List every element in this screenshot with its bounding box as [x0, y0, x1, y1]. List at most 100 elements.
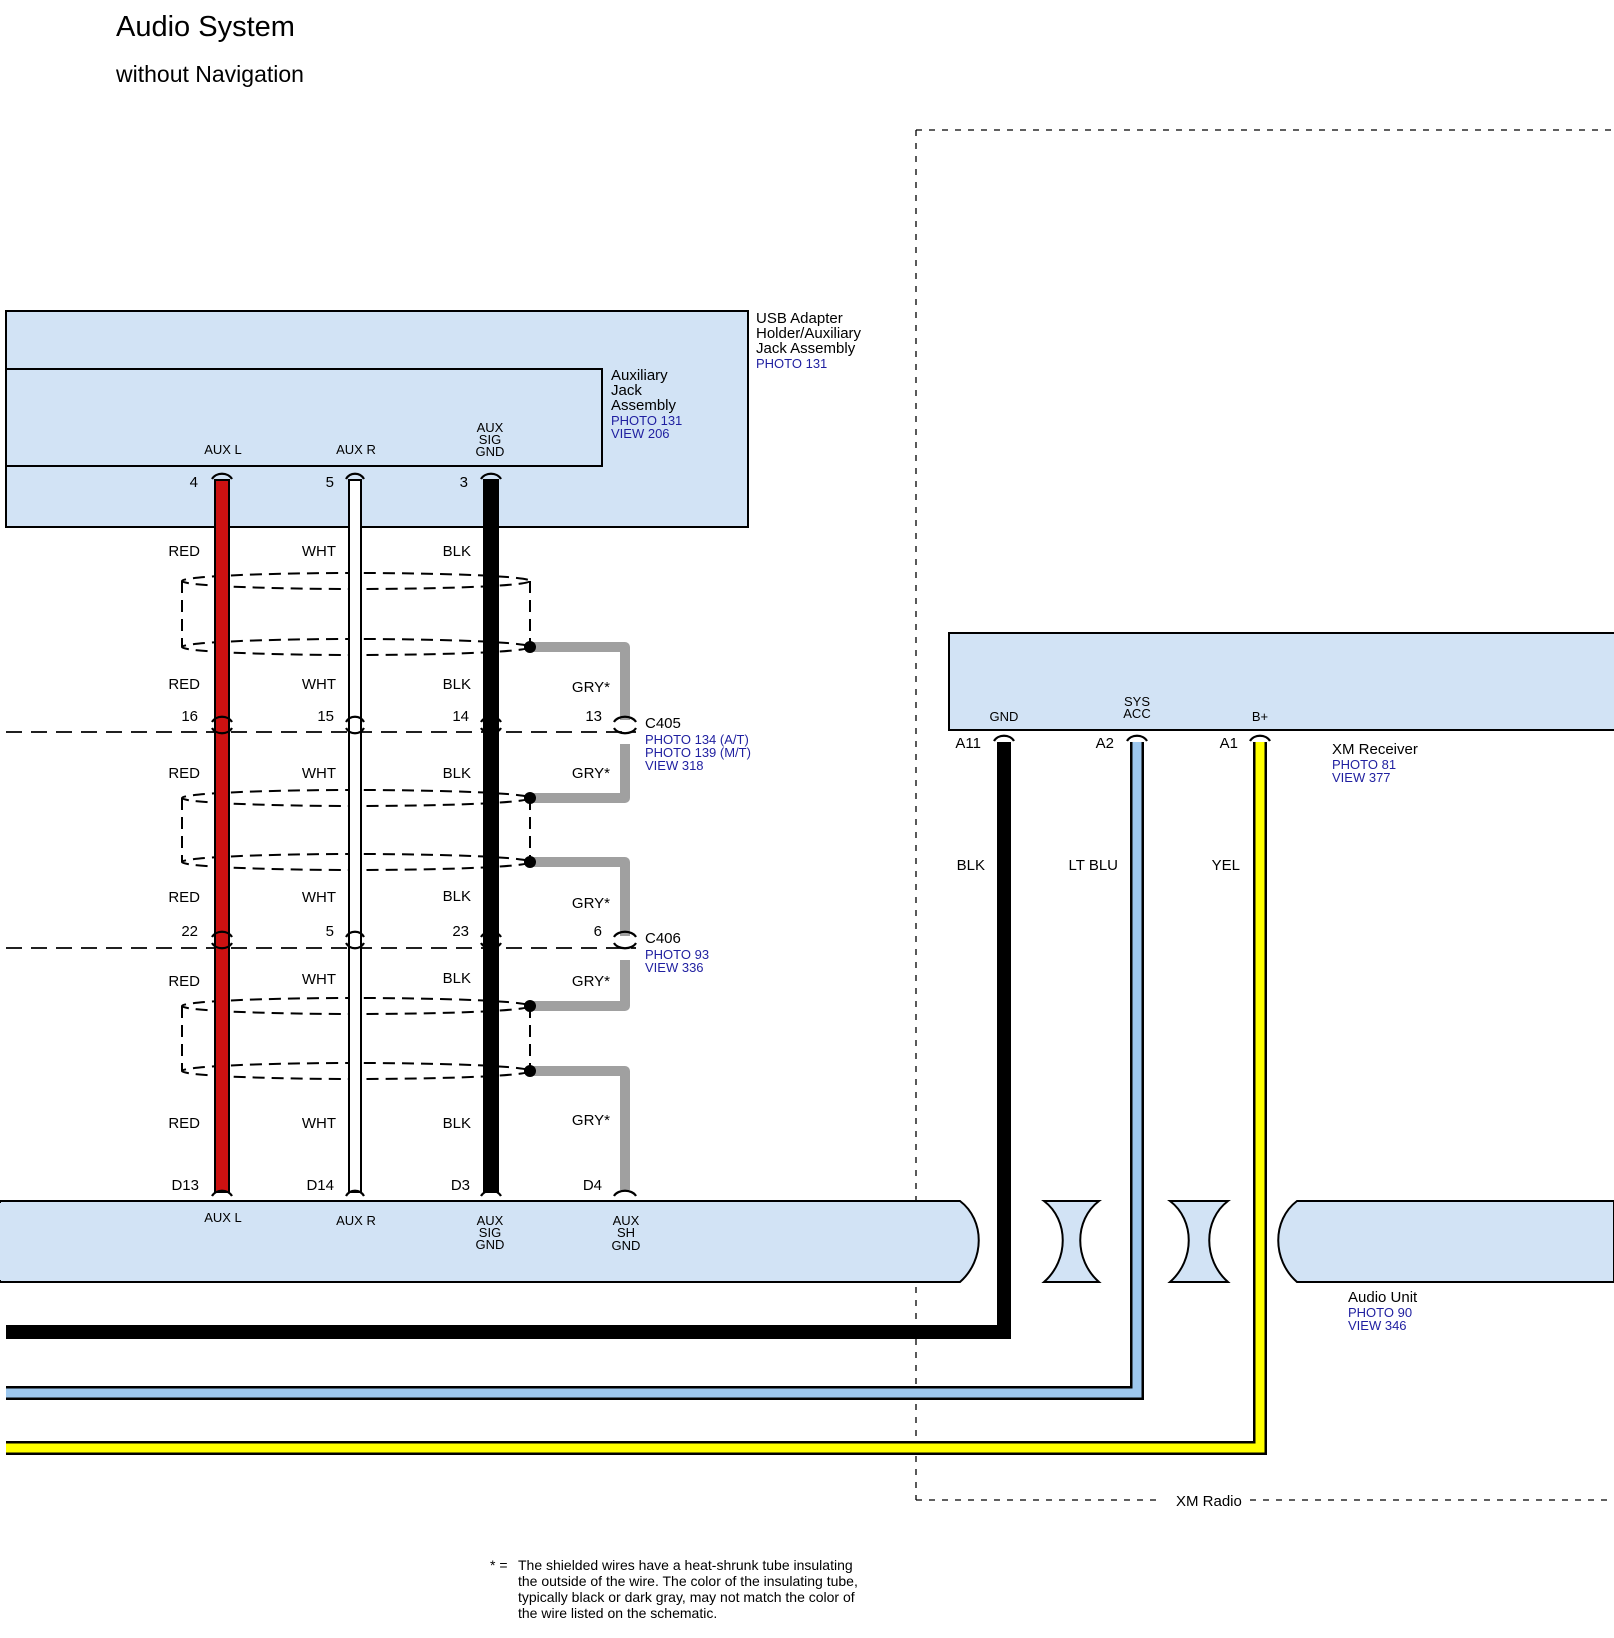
xm-pin-num-a2: A2	[1096, 735, 1114, 752]
c406-pin-5: 5	[326, 923, 334, 940]
xm-pin-num-a11: A11	[955, 735, 981, 752]
audio-unit-pin-label-sig-2: SIG	[479, 1225, 501, 1240]
aux-jack-name-3: Assembly	[611, 397, 677, 414]
wire-label-wht-1: WHT	[302, 543, 336, 560]
footnote-line-4: the wire listed on the schematic.	[518, 1605, 717, 1621]
wire-label-wht-3: WHT	[302, 765, 336, 782]
audio-unit-pin-num-d3: D3	[451, 1177, 470, 1194]
wire-label-gry-4: GRY*	[572, 973, 610, 990]
c405-view[interactable]: VIEW 318	[645, 758, 704, 773]
aux-jack-pin-num-5: 5	[326, 474, 334, 491]
c406-pin-23: 23	[452, 923, 469, 940]
c405-photo-at[interactable]: PHOTO 134 (A/T)	[645, 732, 749, 747]
wire-label-wht-4: WHT	[302, 889, 336, 906]
xm-wire-color-ltblu: LT BLU	[1069, 857, 1118, 874]
aux-jack-pin-label-aux-sig-gnd-2: SIG	[479, 432, 501, 447]
wire-label-red-5: RED	[168, 973, 200, 990]
audio-unit-pin-num-d13: D13	[171, 1177, 199, 1194]
c406-photo[interactable]: PHOTO 93	[645, 947, 709, 962]
wire-ltblu-xm-sys-acc	[6, 742, 1142, 1398]
wire-label-gry-2: GRY*	[572, 765, 610, 782]
usb-holder-name-3: Jack Assembly	[756, 340, 856, 357]
aux-jack-name-2: Jack	[611, 382, 642, 399]
wire-label-red-3: RED	[168, 765, 200, 782]
c405-pin-14: 14	[452, 708, 469, 725]
wire-label-gry-5: GRY*	[572, 1112, 610, 1129]
c405-pin-16: 16	[181, 708, 198, 725]
audio-unit-photo[interactable]: PHOTO 90	[1348, 1305, 1412, 1320]
footnote-line-2: the outside of the wire. The color of th…	[518, 1573, 858, 1589]
audio-unit-pin-label-aux-l: AUX L	[204, 1210, 242, 1225]
wire-label-gry-3: GRY*	[572, 895, 610, 912]
audio-unit-box	[0, 1200, 1614, 1283]
footnote-marker: * =	[490, 1557, 508, 1573]
wire-yel-xm-bplus-outline	[6, 742, 1267, 1455]
c405-name: C405	[645, 715, 681, 732]
c406-name: C406	[645, 930, 681, 947]
aux-jack-view[interactable]: VIEW 206	[611, 426, 670, 441]
usb-holder-photo[interactable]: PHOTO 131	[756, 356, 827, 371]
wire-label-red-1: RED	[168, 543, 200, 560]
audio-unit-pin-label-sh-3: GND	[612, 1238, 641, 1253]
wire-label-blk-3: BLK	[443, 765, 471, 782]
wire-label-blk-4: BLK	[443, 888, 471, 905]
aux-jack-pin-num-4: 4	[190, 474, 198, 491]
wire-label-red-6: RED	[168, 1115, 200, 1132]
xm-radio-label: XM Radio	[1176, 1493, 1242, 1510]
aux-jack-name-1: Auxiliary	[611, 367, 668, 384]
wire-red-aux-l	[214, 479, 230, 1193]
xm-radio-enclosure	[915, 129, 1614, 1501]
xm-pin-num-a1: A1	[1220, 735, 1238, 752]
wire-label-blk-2: BLK	[443, 676, 471, 693]
wire-blk-aux-sig-gnd	[483, 479, 499, 1193]
audio-unit-pin-label-sig-1: AUX	[477, 1213, 504, 1228]
page-title: Audio System	[116, 11, 295, 43]
wire-label-red-2: RED	[168, 676, 200, 693]
c405-pin-13: 13	[585, 708, 602, 725]
aux-jack-pin-label-aux-r: AUX R	[336, 442, 376, 457]
audio-unit-pin-label-sh-2: SH	[617, 1225, 635, 1240]
c406-pin-6: 6	[594, 923, 602, 940]
wire-label-wht-6: WHT	[302, 1115, 336, 1132]
xm-receiver-photo[interactable]: PHOTO 81	[1332, 757, 1396, 772]
audio-unit-pin-num-d4: D4	[583, 1177, 602, 1194]
xm-receiver-view[interactable]: VIEW 377	[1332, 770, 1391, 785]
xm-pin-label-acc: ACC	[1123, 706, 1150, 721]
aux-jack-pin-num-3: 3	[460, 474, 468, 491]
audio-unit-view[interactable]: VIEW 346	[1348, 1318, 1407, 1333]
wire-blk-xm-gnd	[6, 742, 1011, 1339]
wire-label-blk-6: BLK	[443, 1115, 471, 1132]
wire-wht-aux-r	[348, 479, 362, 1193]
wire-yel-xm-bplus	[6, 742, 1265, 1453]
xm-pin-label-gnd: GND	[990, 709, 1019, 724]
xm-wire-color-blk: BLK	[957, 857, 985, 874]
audio-unit-pin-num-d14: D14	[306, 1177, 334, 1194]
aux-jack-pin-label-aux-sig-gnd-3: GND	[476, 444, 505, 459]
xm-pin-label-sys: SYS	[1124, 694, 1150, 709]
xm-pin-label-bplus: B+	[1252, 709, 1268, 724]
c405-pin-15: 15	[317, 708, 334, 725]
xm-wire-color-yel: YEL	[1212, 857, 1240, 874]
usb-holder-name-2: Holder/Auxiliary	[756, 325, 862, 342]
xm-receiver-name: XM Receiver	[1332, 741, 1418, 758]
aux-jack-photo[interactable]: PHOTO 131	[611, 413, 682, 428]
footnote-line-3: typically black or dark gray, may not ma…	[518, 1589, 855, 1605]
audio-unit-pin-label-sh-1: AUX	[613, 1213, 640, 1228]
wire-label-blk-5: BLK	[443, 970, 471, 987]
c405-photo-mt[interactable]: PHOTO 139 (M/T)	[645, 745, 751, 760]
page-subtitle: without Navigation	[115, 61, 304, 87]
aux-jack-assembly-box	[5, 368, 603, 467]
aux-jack-pin-label-aux-l: AUX L	[204, 442, 242, 457]
c406-view[interactable]: VIEW 336	[645, 960, 704, 975]
wire-label-gry-1: GRY*	[572, 679, 610, 696]
footnote-line-1: The shielded wires have a heat-shrunk tu…	[518, 1557, 853, 1573]
gray-drain-wires	[530, 642, 630, 1190]
wire-label-blk-1: BLK	[443, 543, 471, 560]
wire-label-wht-5: WHT	[302, 971, 336, 988]
usb-holder-name-1: USB Adapter	[756, 310, 843, 327]
audio-unit-pin-label-sig-3: GND	[476, 1237, 505, 1252]
audio-unit-pin-label-aux-r: AUX R	[336, 1213, 376, 1228]
aux-jack-pin-label-aux-sig-gnd-1: AUX	[477, 420, 504, 435]
c406-pin-22: 22	[181, 923, 198, 940]
